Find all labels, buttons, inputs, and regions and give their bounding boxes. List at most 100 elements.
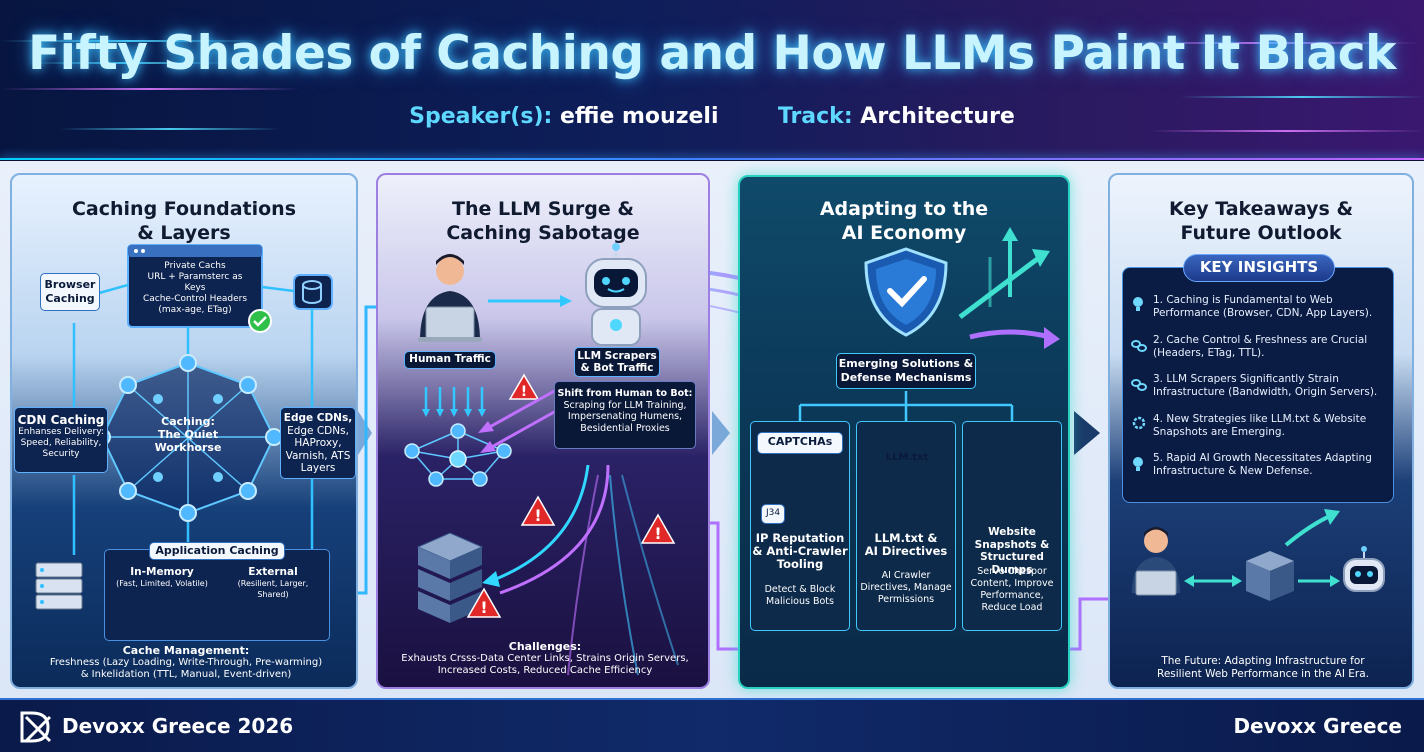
text-line: Shift from Human to Bot: [557, 388, 693, 399]
box-label: Browser [44, 278, 96, 291]
devoxx-logo-icon [20, 711, 52, 743]
text-line: Private Cachs [164, 261, 226, 271]
text-line: Challenges: [508, 640, 582, 653]
speaker-name: effie mouzeli [559, 104, 719, 129]
text-line: Increased Costs, Reduced Cache Efficienc… [437, 665, 653, 676]
text-line: 5. Rapid AI Growth Necessitates Adapting [1153, 452, 1372, 464]
text-line: Tooling [776, 557, 824, 571]
text-line: 1. Caching is Fundamental to Web [1153, 294, 1333, 306]
text-line: & Anti-Crawler [752, 544, 848, 558]
text-line: (max-age, ETag) [158, 305, 232, 315]
robot-icon [1343, 546, 1385, 592]
insight-item: 5. Rapid AI Growth Necessitates Adapting… [1153, 452, 1389, 478]
browser-titlebar [128, 245, 262, 257]
person-at-laptop-icon [1132, 527, 1180, 596]
future-outlook-text: The Future: Adapting Infrastructure for … [1110, 655, 1412, 681]
growth-arrows-icon [958, 227, 1060, 349]
website-snapshots-card: Website Snapshots & Structured Dumps Ser… [962, 421, 1062, 631]
text-line: Resilient Web Performance in the AI Era. [1157, 668, 1369, 680]
text-line: Caching: [161, 415, 215, 428]
header-divider [0, 158, 1424, 160]
server-cube-icon [1246, 551, 1294, 601]
lightbulb-icon [1133, 297, 1143, 311]
gear-icon [1132, 416, 1146, 430]
text-line: & Bot Traffic [580, 362, 654, 374]
text-line: 4. New Strategies like LLM.txt & Website [1153, 413, 1367, 425]
center-label: Caching: The Quiet Workhorse [138, 415, 238, 454]
challenges-text: Challenges: Exhausts Crsss-Data Center L… [378, 640, 708, 677]
text-line: Performance (Browser, CDN, App Layers). [1153, 307, 1373, 319]
external-label: External (Resilient, Larger, Shared) [223, 566, 323, 600]
human-traffic-label: Human Traffic [404, 351, 496, 369]
shield-check-icon [864, 247, 948, 337]
light-streak [1150, 130, 1424, 132]
text-line: Defense Mechanisms [840, 371, 972, 384]
text-line: Freshness (Lazy Loading, Write-Through, … [49, 657, 323, 668]
key-insights-title: KEY INSIGHTS [1183, 254, 1335, 282]
text-line: Snapshots are Emerging. [1153, 426, 1285, 438]
warning-icon: ! [466, 587, 502, 618]
panel-chevron [1074, 411, 1100, 455]
panel-ai-economy: Adapting to the AI Economy [738, 175, 1070, 689]
panel-title-line: The LLM Surge & [452, 198, 634, 220]
svg-text:!: ! [480, 598, 487, 617]
text-line: Layers [300, 462, 336, 474]
text-line: (Fast, Limited, Volatile) [116, 579, 208, 588]
footer: Devoxx Greece 2026 Devoxx Greece [0, 698, 1424, 752]
svg-text:!: ! [521, 384, 527, 400]
track-name: Architecture [860, 104, 1015, 129]
panel4-graphics [1132, 509, 1385, 601]
box-title: Edge CDNs, [283, 412, 353, 424]
footer-brand: Devoxx Greece [1233, 714, 1402, 738]
text-line: Directives, Manage [860, 582, 952, 593]
text-line: (Headers, ETag, TTL). [1153, 347, 1265, 359]
text-line: Scraping for LLM Training, [563, 399, 687, 411]
llm-txt-doc-label: LLM.txt [885, 452, 929, 463]
caching-network-graph [93, 354, 283, 522]
shift-description-box: Shift from Human to Bot: Scraping for LL… [554, 381, 696, 449]
text-line: IP Reputation [755, 531, 845, 545]
text-line: 2. Cache Control & Freshness are Crucial [1153, 334, 1368, 346]
checkmark-icon [248, 309, 272, 333]
text-line: Impersenating Humens, [567, 411, 683, 422]
card-description: Serve Chespor Content, Improve Performan… [963, 566, 1061, 614]
text-line: The Future: Adapting Infrastructure for [1161, 655, 1365, 667]
light-streak [60, 128, 280, 130]
light-streak [1180, 96, 1424, 98]
text-line: Edge CDNs, [287, 424, 349, 437]
captcha-code: J34 [761, 504, 785, 524]
speaker-track-line: Speaker(s): effie mouzeli Track: Archite… [0, 104, 1424, 129]
insight-icons [1131, 297, 1147, 471]
text-line: Emerging Solutions & [838, 357, 974, 370]
text-line: AI Directives [864, 544, 948, 558]
panel-title-line: AI Economy [841, 222, 967, 244]
network-mesh-icon [404, 423, 512, 487]
card-title: Website Snapshots & Structured Dumps [963, 526, 1061, 576]
text-line: 3. LLM Scrapers Significantly Strain [1153, 373, 1339, 385]
text-line: Structured Dumps [980, 551, 1044, 576]
text-line: The Quiet [157, 428, 219, 441]
warning-icon: ! [520, 495, 556, 526]
panel-title-line: Key Takeaways & [1168, 198, 1354, 220]
light-streak [30, 62, 230, 64]
text-line: Serve Chespor [977, 566, 1047, 577]
panel-title-line: & Layers [137, 222, 231, 244]
text-line: Security [42, 449, 80, 459]
text-line: Malicious Bots [766, 596, 834, 607]
text-line: Snapshots & [974, 538, 1050, 551]
light-streak [0, 40, 260, 42]
insight-item: 2. Cache Control & Freshness are Crucial… [1153, 334, 1389, 360]
text-line: HAProxy, [294, 437, 342, 449]
text-line: Content, Improve [970, 578, 1054, 589]
insight-item: 1. Caching is Fundamental to Web Perform… [1153, 294, 1389, 320]
main-diagram: Caching Foundations & Layers [0, 161, 1424, 698]
svg-text:!: ! [654, 524, 661, 543]
text-line: Exhausts Crsss-Data Center Links, Strain… [401, 653, 689, 664]
text-line: Detect & Block [764, 584, 836, 595]
text-line: In-Memory [130, 566, 194, 578]
box-label: Caching [45, 292, 95, 305]
in-memory-label: In-Memory (Fast, Limited, Volatile) [115, 566, 209, 589]
lightbulb-icon [1133, 457, 1143, 471]
text-line: AI Crawler [881, 570, 931, 581]
panel-title-line: Adapting to the [819, 198, 989, 220]
